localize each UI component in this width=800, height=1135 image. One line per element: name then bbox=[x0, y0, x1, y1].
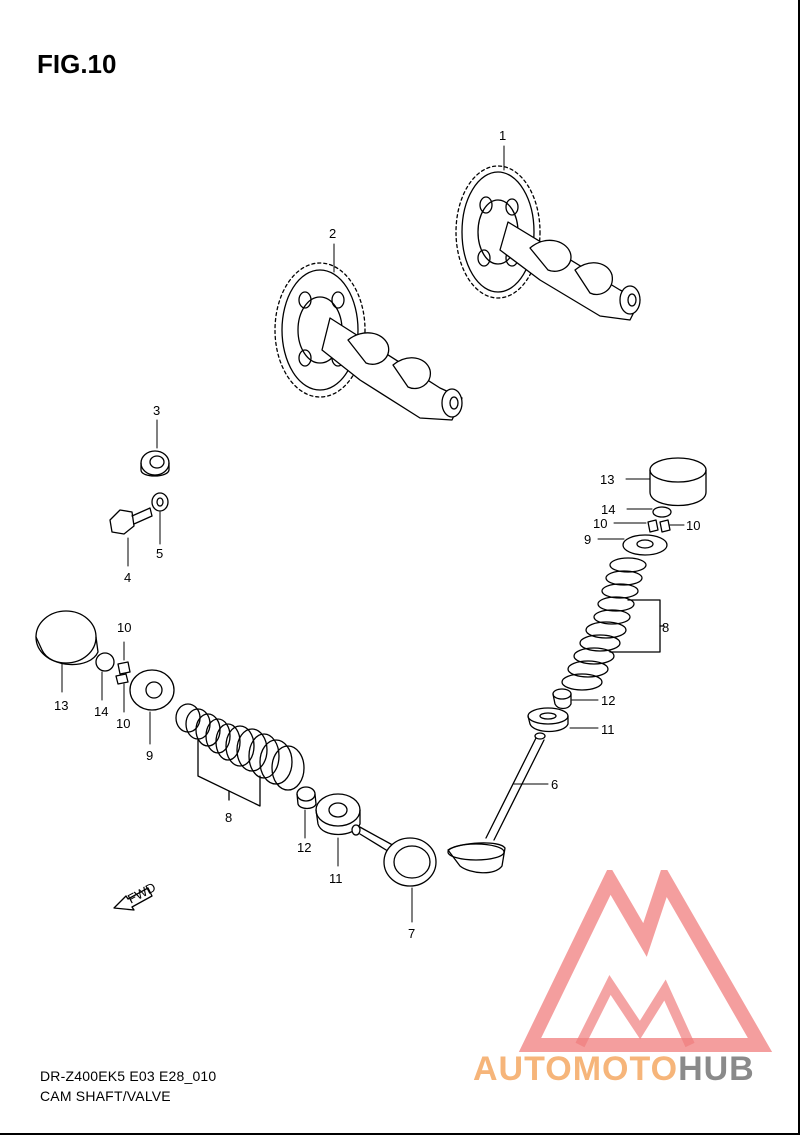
bolt bbox=[109, 507, 153, 535]
callout-8-right: 8 bbox=[662, 620, 669, 635]
callout-7: 7 bbox=[408, 926, 415, 941]
callout-14-left: 14 bbox=[94, 704, 108, 719]
callout-11-right: 11 bbox=[601, 722, 615, 737]
cotters-right bbox=[647, 519, 671, 533]
retainer-right bbox=[622, 534, 668, 556]
tappet-right bbox=[649, 457, 707, 507]
callout-9-right: 9 bbox=[584, 532, 591, 547]
callout-13-left: 13 bbox=[54, 698, 68, 713]
valve-seal-left bbox=[296, 786, 317, 810]
figure-title: FIG.10 bbox=[37, 49, 117, 79]
cotters-left bbox=[115, 661, 131, 685]
callout-12-left: 12 bbox=[297, 840, 311, 855]
callout-1: 1 bbox=[499, 128, 506, 143]
callout-10-right-a: 10 bbox=[593, 516, 607, 531]
callout-9-left: 9 bbox=[146, 748, 153, 763]
callout-6: 6 bbox=[551, 777, 558, 792]
callout-5: 5 bbox=[156, 546, 163, 561]
callout-8-left: 8 bbox=[225, 810, 232, 825]
watermark-brand-part1: AUTOMOTO bbox=[473, 1050, 679, 1088]
diagram-subtitle: CAM SHAFT/VALVE bbox=[40, 1088, 171, 1104]
callout-3: 3 bbox=[153, 403, 160, 418]
callout-12-right: 12 bbox=[601, 693, 615, 708]
valve-seal-right bbox=[552, 688, 572, 710]
spring-seat-left bbox=[315, 793, 361, 836]
valve-springs-right bbox=[561, 557, 647, 691]
spring-seat-right bbox=[527, 707, 569, 733]
valve-springs-left bbox=[175, 703, 305, 791]
bracket-8-right bbox=[609, 599, 665, 653]
callout-13-right: 13 bbox=[600, 472, 614, 487]
callout-11-left: 11 bbox=[329, 871, 343, 886]
watermark-brand: AUTOMOTOHUB bbox=[473, 1050, 755, 1089]
bearing bbox=[140, 450, 170, 477]
bracket-8-left bbox=[197, 739, 261, 807]
leader-lines bbox=[61, 145, 685, 923]
tappet-left bbox=[35, 610, 99, 666]
callout-14-right: 14 bbox=[601, 502, 615, 517]
callout-10-left-top: 10 bbox=[117, 620, 131, 635]
model-code: DR-Z400EK5 E03 E28_010 bbox=[40, 1068, 217, 1084]
callout-10-left-bottom: 10 bbox=[116, 716, 130, 731]
watermark-logo bbox=[518, 870, 773, 1052]
intake-valve bbox=[351, 824, 437, 887]
camshaft-1 bbox=[455, 165, 641, 321]
washer bbox=[151, 492, 169, 512]
callout-numbers: 1 2 3 4 5 6 7 8 8 9 9 10 10 10 10 11 11 … bbox=[54, 128, 700, 941]
fwd-arrow: FWD bbox=[113, 879, 158, 911]
callout-4: 4 bbox=[124, 570, 131, 585]
watermark-brand-part2: HUB bbox=[678, 1050, 755, 1088]
callout-2: 2 bbox=[329, 226, 336, 241]
shim-left bbox=[95, 652, 115, 672]
camshaft-2 bbox=[274, 262, 463, 421]
callout-10-right-b: 10 bbox=[686, 518, 700, 533]
retainer-left bbox=[129, 669, 175, 711]
shim-right bbox=[652, 506, 672, 518]
exhaust-valve bbox=[447, 732, 546, 874]
